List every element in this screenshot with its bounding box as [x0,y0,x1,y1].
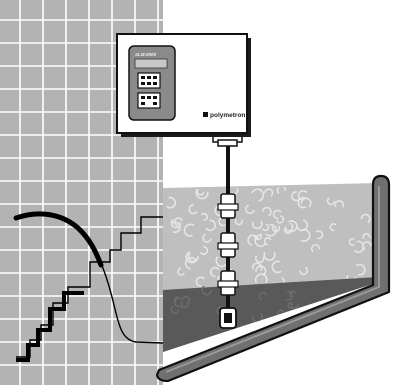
cable-gland-2 [217,139,238,147]
bubble [234,219,243,226]
bubble [251,220,263,230]
bubble [205,219,217,232]
bubble [297,190,308,201]
bubble-lower [258,291,268,301]
bubble-lower [277,309,285,315]
bubble [362,241,372,250]
tank-bottom-shade [163,277,379,352]
bubble-lower [173,297,184,308]
bubble [271,260,282,274]
bubble [299,266,309,276]
bubble-lower [284,290,294,301]
bubble [173,217,183,227]
brand-logo-icon [203,112,208,117]
bubble [326,197,336,206]
bubble [254,273,268,284]
bubble-lower [290,302,299,309]
bubble [170,218,182,229]
bubble [329,223,337,232]
bubble [255,255,265,263]
bubble [310,244,321,253]
bubble [261,206,272,217]
sensor-1 [217,193,239,219]
bubble [196,187,205,196]
tank-wall-highlight [165,186,380,373]
bubble-lower [287,301,294,309]
bubble-lower [180,300,189,309]
bubble [263,251,276,261]
bubble-lower [331,317,341,325]
bubble [209,266,220,278]
bubble-lower [170,305,180,314]
sensor-chain [212,133,243,329]
bubble [261,223,270,232]
sensor-3 [217,270,239,296]
bubble [362,232,371,240]
s-curve-thick [13,211,104,268]
bubble [263,237,272,246]
bubble [291,191,300,202]
keypad-lower [137,92,161,109]
bubble [296,219,309,232]
bubble [199,245,209,255]
keypad [137,72,161,109]
bubble [255,265,267,276]
bubble [348,237,355,247]
bubble [265,223,277,237]
bubble-lower [174,296,182,303]
bubble [195,276,205,287]
bubble [334,200,345,208]
bubble [355,263,366,276]
bubble-lower [256,320,265,329]
bubble [202,233,212,243]
step-line-thick [16,291,84,362]
bubble-lower [201,285,213,296]
bubble [251,188,265,202]
controller-unit: SLM-2000 polymetron [116,33,251,137]
bubble [188,204,198,215]
bubble [177,267,185,276]
bubble [284,222,294,232]
controller-display [134,58,168,69]
bubble-lower [181,295,191,305]
tank [155,174,391,383]
bubble [272,209,282,220]
sensor-2 [217,232,239,258]
bubble [283,226,293,234]
bubble [275,215,285,224]
bubble [315,230,324,240]
bubble [252,262,263,271]
bubble [200,213,208,221]
bubble [245,204,255,215]
bubble [187,252,199,263]
keypad-upper [137,72,161,89]
trend-graph [13,211,164,362]
bubble [360,213,371,224]
bubble [166,196,176,209]
bubble [183,223,195,237]
bubble [254,234,266,248]
controller-model-label: SLM-2000 [135,52,157,57]
brand-label: polymetron [210,112,245,119]
bubble [300,197,312,208]
tank-wall [155,174,391,383]
bubble [264,188,274,197]
probe-tip [219,307,237,329]
bubble [297,196,307,209]
